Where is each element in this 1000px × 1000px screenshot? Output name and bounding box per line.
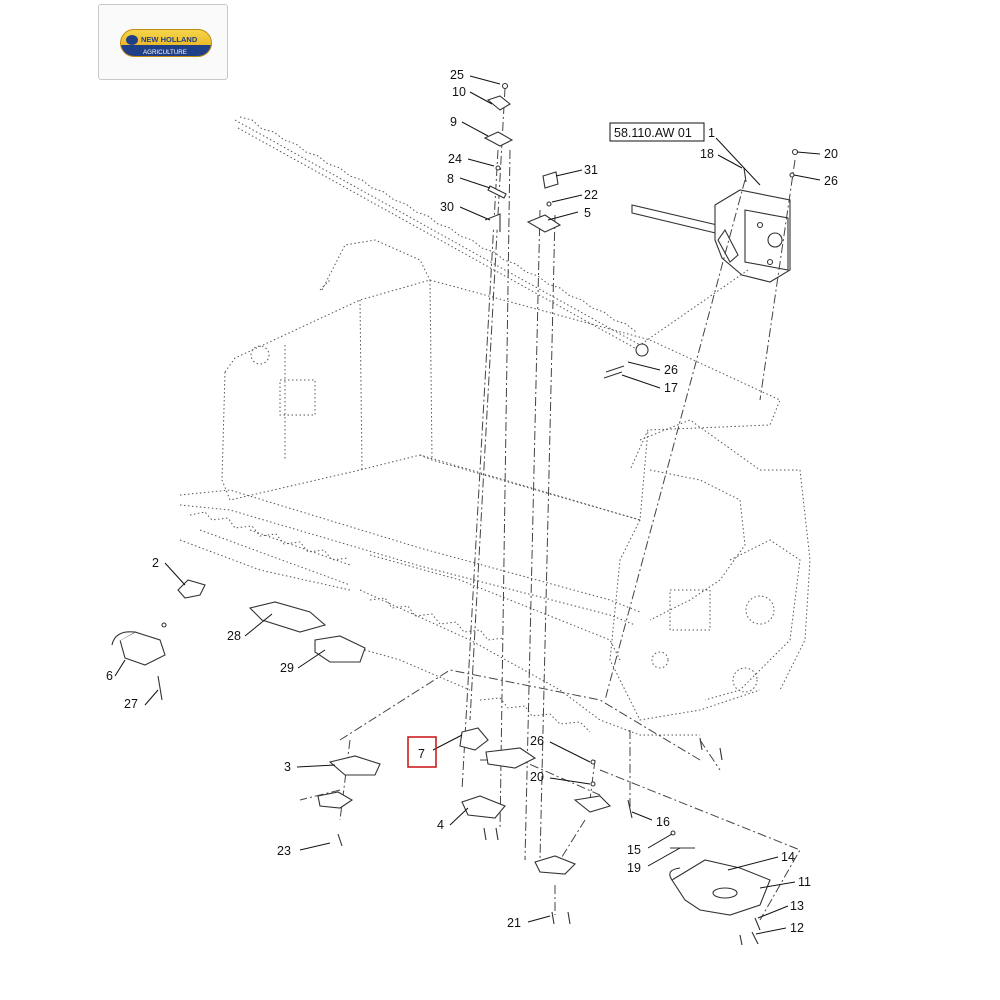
label-21: 21	[507, 916, 521, 930]
label-31: 31	[584, 163, 598, 177]
label-29: 29	[280, 661, 294, 675]
label-4: 4	[437, 818, 444, 832]
guard-row-right	[369, 597, 591, 733]
label-15: 15	[627, 843, 641, 857]
drive-arm-outline	[639, 269, 749, 346]
guard-row-left	[189, 511, 351, 586]
label-23: 23	[277, 844, 291, 858]
washer-20-low	[590, 781, 596, 787]
label-17: 17	[664, 381, 678, 395]
label-18: 18	[700, 147, 714, 161]
highlight-box-7	[407, 736, 437, 768]
washer-26-low	[590, 759, 596, 765]
part-7	[459, 727, 489, 751]
bolt-16	[627, 799, 633, 819]
label-19: 19	[627, 861, 641, 875]
label-20-top: 20	[824, 147, 838, 161]
label-2: 2	[152, 556, 159, 570]
washer-20-top	[791, 148, 799, 156]
label-26-mid: 26	[664, 363, 678, 377]
label-26-low: 26	[530, 734, 544, 748]
bolt-right-2	[719, 747, 723, 761]
logo-brand-text: NEW HOLLAND	[141, 35, 198, 44]
label-22: 22	[584, 188, 598, 202]
bolt-12	[751, 931, 759, 945]
bolt-21b	[567, 911, 571, 925]
label-7: 7	[418, 747, 425, 761]
bolt-17a	[603, 371, 623, 379]
label-1: 1	[708, 126, 715, 140]
part-28	[248, 601, 327, 633]
label-6: 6	[106, 669, 113, 683]
header-frame	[179, 239, 811, 736]
label-13: 13	[790, 899, 804, 913]
label-10: 10	[452, 85, 466, 99]
bolt-17b	[605, 365, 625, 373]
part-23-guard	[317, 791, 354, 809]
label-28: 28	[227, 629, 241, 643]
label-20-low: 20	[530, 770, 544, 784]
part-6	[111, 622, 167, 701]
logo-sub-text: AGRICULTURE	[143, 49, 187, 56]
bolt-21	[551, 911, 555, 925]
part-4	[461, 795, 506, 819]
new-holland-logo: NEW HOLLAND AGRICULTURE	[120, 29, 212, 57]
bolt-23	[337, 833, 343, 847]
part-3	[328, 755, 381, 776]
washer-26-top	[789, 172, 795, 178]
bolt-11b	[739, 934, 743, 946]
label-5: 5	[584, 206, 591, 220]
part-2	[177, 579, 206, 599]
bolt-right-1	[699, 737, 703, 751]
label-30: 30	[440, 200, 454, 214]
part-11	[669, 859, 771, 916]
label-9: 9	[450, 115, 457, 129]
plate-20	[573, 795, 612, 813]
label-8: 8	[447, 172, 454, 186]
stack-hardware	[483, 82, 562, 233]
part-21-guard	[534, 855, 576, 875]
knife-drive-gearbox	[631, 189, 791, 283]
label-25: 25	[450, 68, 464, 82]
label-27: 27	[124, 697, 138, 711]
bolt-18	[743, 167, 747, 183]
knife-head	[635, 343, 649, 357]
label-26-top: 26	[824, 174, 838, 188]
bolt-4b	[495, 827, 499, 841]
label-3: 3	[284, 760, 291, 774]
part-29	[314, 635, 366, 663]
label-16: 16	[656, 815, 670, 829]
bolt-13	[754, 917, 761, 931]
reference-box	[609, 122, 705, 142]
bolt-4a	[483, 827, 487, 841]
label-11: 11	[798, 875, 811, 889]
label-12: 12	[790, 921, 804, 935]
leaf-emblem-icon	[126, 35, 138, 45]
plate-mid	[485, 747, 537, 769]
leader-lines	[114, 75, 821, 935]
brand-logo-frame: NEW HOLLAND AGRICULTURE	[98, 4, 228, 80]
cutter-bar	[234, 116, 643, 353]
callout-labels: 1 2 3 4 5 6 7 8 9 10 11 12 13 14 15 16 1…	[106, 68, 838, 935]
label-14: 14	[781, 850, 795, 864]
label-24: 24	[448, 152, 462, 166]
reference-box-text: 58.110.AW 01	[614, 126, 692, 140]
